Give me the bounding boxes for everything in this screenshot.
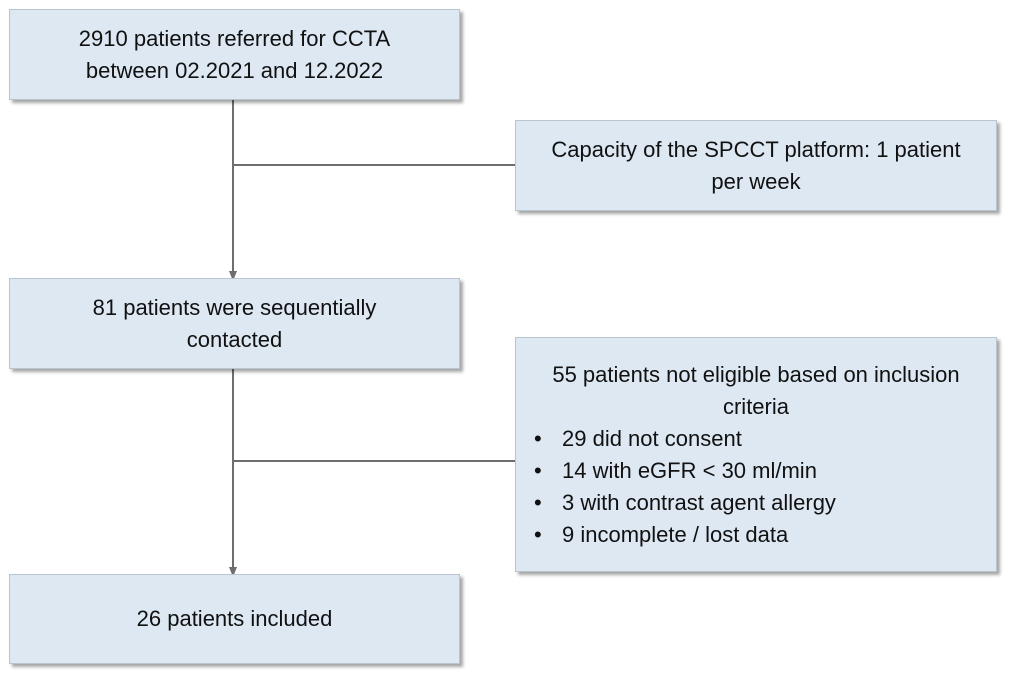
exclusion-reason-text: 14 with eGFR < 30 ml/min bbox=[562, 457, 817, 483]
capacity-line-2: per week bbox=[711, 168, 801, 194]
exclusion-reason-item: • 9 incomplete / lost data bbox=[528, 519, 984, 551]
bullet-icon: • bbox=[534, 489, 542, 515]
referred-line-2: between 02.2021 and 12.2022 bbox=[85, 57, 384, 83]
bullet-icon: • bbox=[534, 457, 542, 483]
exclusion-reason-item: • 29 did not consent bbox=[528, 423, 984, 455]
exclusion-reason-text: 9 incomplete / lost data bbox=[562, 521, 789, 547]
exclusion-reason-item: • 14 with eGFR < 30 ml/min bbox=[528, 455, 984, 487]
capacity-line-1: Capacity of the SPCCT platform: 1 patien… bbox=[551, 136, 961, 162]
referred-line-1: 2910 patients referred for CCTA bbox=[78, 25, 391, 51]
bullet-icon: • bbox=[534, 425, 542, 451]
exclusion-reason-item: • 3 with contrast agent allergy bbox=[528, 487, 984, 519]
capacity-box: Capacity of the SPCCT platform: 1 patien… bbox=[515, 120, 997, 211]
bullet-icon: • bbox=[534, 521, 542, 547]
exclusion-box: 55 patients not eligible based on inclus… bbox=[515, 337, 997, 572]
included-patients-box: 26 patients included bbox=[9, 574, 460, 664]
contacted-patients-box: 81 patients were sequentially contacted bbox=[9, 278, 460, 369]
included-line-1: 26 patients included bbox=[136, 606, 333, 631]
exclusion-reasons-list: • 29 did not consent • 14 with eGFR < 30… bbox=[528, 423, 984, 551]
exclusion-heading-line-1: 55 patients not eligible based on inclus… bbox=[552, 361, 960, 387]
exclusion-reason-text: 3 with contrast agent allergy bbox=[562, 489, 836, 515]
exclusion-heading-line-2: criteria bbox=[722, 393, 789, 419]
contacted-line-2: contacted bbox=[186, 326, 283, 352]
referred-patients-box: 2910 patients referred for CCTA between … bbox=[9, 9, 460, 100]
contacted-line-1: 81 patients were sequentially bbox=[92, 294, 377, 320]
exclusion-reason-text: 29 did not consent bbox=[562, 425, 742, 451]
